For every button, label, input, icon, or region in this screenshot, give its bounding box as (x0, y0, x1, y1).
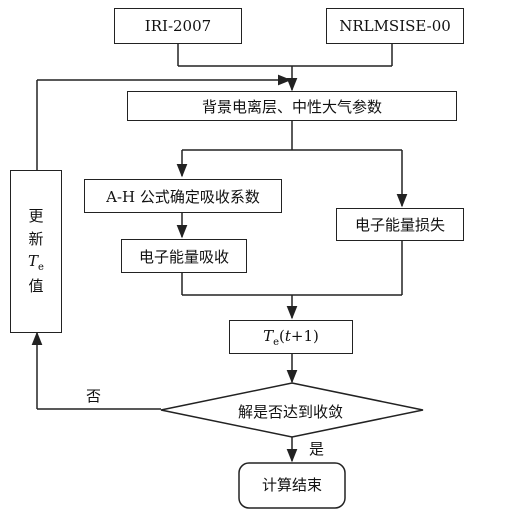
te-next-box: Te(t+1) (229, 320, 353, 354)
update-te-box: 更 新 Te 值 (10, 170, 62, 333)
nrlmsise-00-label: NRLMSISE-00 (339, 17, 451, 35)
energy-loss-label: 电子能量损失 (354, 216, 445, 234)
no-label: 否 (86, 387, 102, 405)
ah-formula-box: A-H 公式确定吸收系数 (84, 179, 282, 213)
convergence-label: 解是否达到收敛 (238, 403, 344, 421)
iri-2007-box: IRI-2007 (114, 8, 242, 44)
end-box-border (238, 462, 346, 509)
ah-formula-label: A-H 公式确定吸收系数 (106, 187, 260, 206)
nrlmsise-00-box: NRLMSISE-00 (326, 8, 464, 44)
background-parameters-box: 背景电离层、中性大气参数 (127, 91, 457, 121)
iri-2007-label: IRI-2007 (144, 17, 212, 35)
te-next-label: Te(t+1) (263, 326, 319, 348)
yes-label: 是 (309, 440, 325, 458)
energy-loss-box: 电子能量损失 (336, 208, 464, 241)
end-label: 计算结束 (262, 476, 323, 494)
energy-absorb-box: 电子能量吸收 (121, 239, 247, 273)
update-te-label: 更 新 Te 值 (28, 207, 44, 296)
energy-absorb-label: 电子能量吸收 (138, 247, 229, 266)
background-parameters-label: 背景电离层、中性大气参数 (201, 97, 382, 116)
